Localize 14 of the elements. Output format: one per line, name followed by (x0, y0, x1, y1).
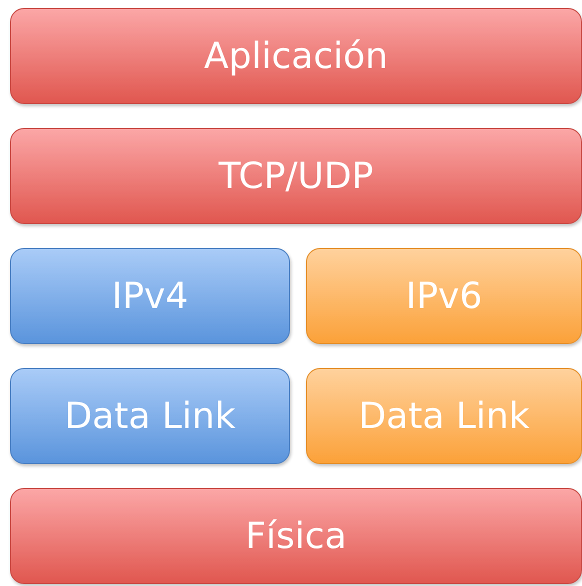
layer-label: Data Link (358, 396, 530, 436)
layer-box (10, 368, 290, 464)
layer-box (10, 8, 582, 104)
layer-box (10, 248, 290, 344)
layer-label: Física (245, 516, 347, 556)
layer-box (306, 248, 582, 344)
layer-label: TCP/UDP (218, 156, 374, 196)
layer-box (306, 368, 582, 464)
layer-box (10, 128, 582, 224)
layer-box (10, 488, 582, 584)
layer-label: Aplicación (204, 36, 388, 76)
layer-label: IPv4 (112, 276, 188, 316)
layer-label: Data Link (64, 396, 236, 436)
layer-label: IPv6 (406, 276, 482, 316)
